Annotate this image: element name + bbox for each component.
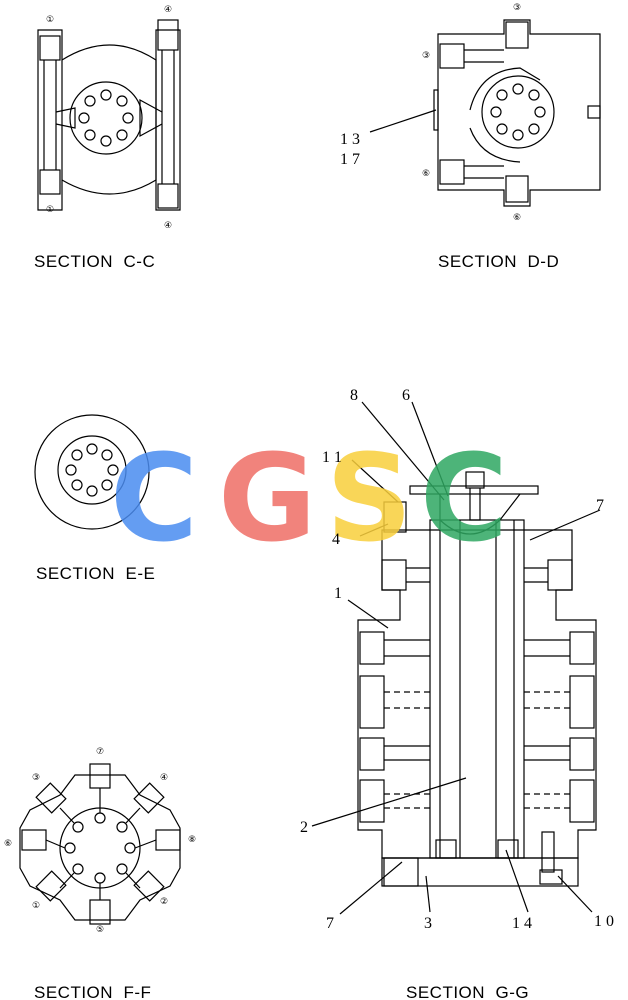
section-dd-view bbox=[369, 19, 601, 207]
callout-label: 1 4 bbox=[512, 915, 532, 932]
port-mark: ④ bbox=[160, 773, 168, 783]
callout-label: 8 bbox=[350, 387, 358, 404]
port-mark: ⑦ bbox=[96, 747, 104, 757]
callout-labels: 1 3 1 7 8 6 1 1 4 7 1 2 7 3 1 4 1 0 bbox=[300, 131, 614, 932]
port-mark: ⑥ bbox=[513, 213, 521, 223]
callout-label: 2 bbox=[300, 819, 308, 836]
port-mark: ④ bbox=[164, 5, 172, 15]
port-marks: ① ④ ① ④ ③ ③ ⑥ ⑥ ⑦ ③ ④ ⑥ ⑧ ① ② ⑤ bbox=[4, 3, 521, 935]
callout-label: 7 bbox=[596, 497, 604, 514]
callout-label: 4 bbox=[332, 531, 340, 548]
port-mark: ① bbox=[46, 205, 54, 215]
section-gg-view bbox=[311, 401, 601, 915]
port-mark: ① bbox=[46, 15, 54, 25]
port-mark: ③ bbox=[32, 773, 40, 783]
port-mark: ③ bbox=[513, 3, 521, 13]
callout-label: 1 0 bbox=[594, 913, 614, 930]
port-mark: ⑧ bbox=[188, 835, 196, 845]
callout-label: 3 bbox=[424, 915, 432, 932]
section-ee-caption: SECTION E-E bbox=[36, 564, 156, 583]
svg-text:C: C bbox=[420, 430, 508, 569]
callout-label: 1 3 bbox=[340, 131, 360, 148]
section-dd-caption: SECTION D-D bbox=[438, 252, 560, 271]
section-ee-view bbox=[34, 414, 150, 530]
section-cc-caption: SECTION C-C bbox=[34, 252, 156, 271]
section-ff-caption: SECTION F-F bbox=[34, 983, 152, 1000]
port-mark: ③ bbox=[422, 51, 430, 61]
callout-label: 1 bbox=[334, 585, 342, 602]
port-mark: ④ bbox=[164, 221, 172, 231]
port-mark: ⑤ bbox=[96, 925, 104, 935]
section-ff-view bbox=[19, 763, 181, 925]
svg-text:G: G bbox=[218, 430, 317, 569]
svg-text:S: S bbox=[326, 430, 412, 569]
port-mark: ② bbox=[160, 897, 168, 907]
callout-label: 1 1 bbox=[322, 449, 342, 466]
section-cc-view bbox=[37, 19, 181, 211]
cgsc-watermark-logo: C G S C bbox=[110, 430, 508, 569]
port-mark: ⑥ bbox=[4, 839, 12, 849]
svg-text:C: C bbox=[110, 430, 198, 569]
callout-label: 7 bbox=[326, 915, 334, 932]
callout-label: 1 7 bbox=[340, 151, 360, 168]
port-mark: ① bbox=[32, 901, 40, 911]
section-gg-caption: SECTION G-G bbox=[406, 983, 530, 1000]
callout-label: 6 bbox=[402, 387, 410, 404]
port-mark: ⑥ bbox=[422, 169, 430, 179]
